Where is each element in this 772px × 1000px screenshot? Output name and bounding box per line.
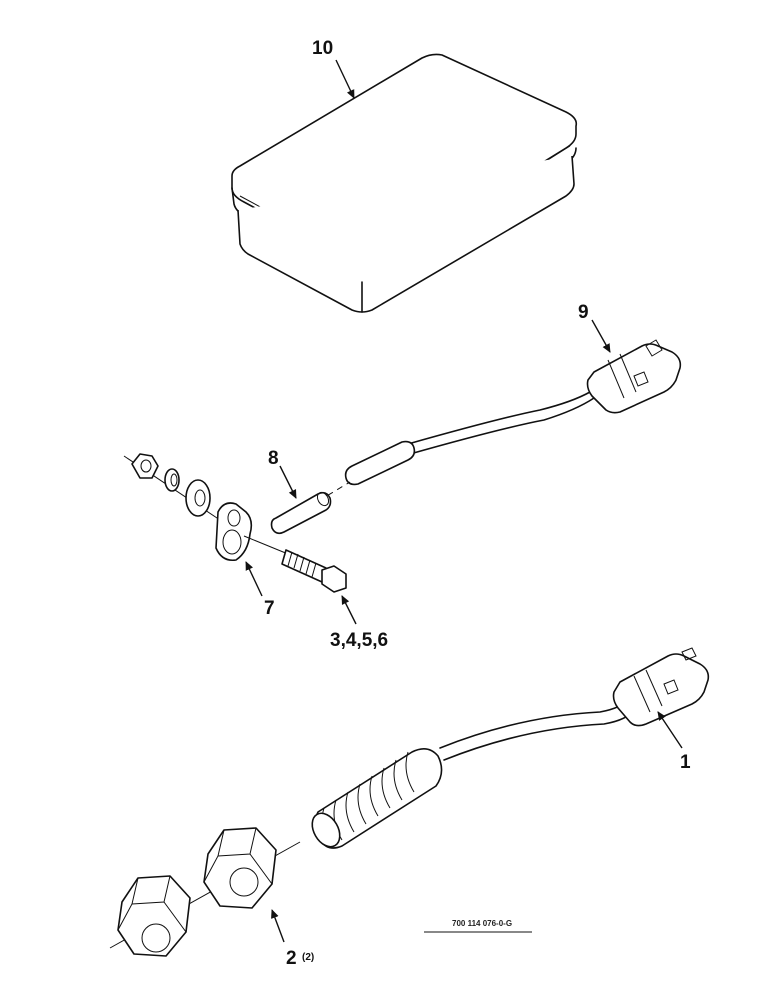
jam-nut-front	[117, 875, 191, 957]
callout-9-arrow	[591, 319, 611, 353]
jam-nut-rear	[203, 827, 277, 909]
callout-2-arrow	[271, 909, 285, 943]
bolt-part	[243, 535, 347, 593]
callout-1: 1	[680, 752, 691, 773]
callout-10: 10	[312, 38, 333, 59]
callout-1-arrow	[657, 711, 683, 749]
sensor-part	[109, 647, 710, 949]
callout-8: 8	[268, 448, 279, 469]
figure-reference: 700 114 076-0-G	[452, 919, 512, 928]
sleeve-part	[270, 491, 332, 535]
clamp-part	[215, 502, 253, 562]
callout-3456-arrow	[341, 595, 357, 625]
callout-7: 7	[264, 598, 275, 619]
callout-8-arrow	[279, 465, 297, 499]
wire-harness-part	[289, 339, 682, 519]
callout-2-quantity: (2)	[302, 952, 314, 963]
callout-2: 2	[286, 948, 297, 969]
storage-box-part	[231, 53, 578, 313]
hardware-nut-washers	[123, 453, 221, 521]
callout-3-4-5-6: 3,4,5,6	[330, 630, 388, 651]
callout-7-arrow	[245, 561, 263, 597]
callout-9: 9	[578, 302, 589, 323]
callout-10-arrow	[335, 59, 355, 99]
